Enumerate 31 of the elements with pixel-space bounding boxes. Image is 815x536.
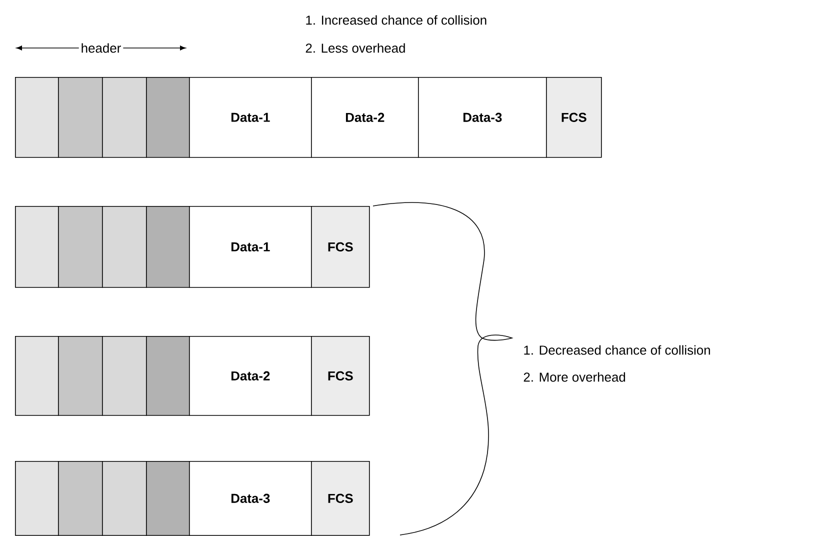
frame-field: FCS bbox=[311, 461, 370, 536]
header-field bbox=[102, 336, 147, 416]
frame-field: Data-3 bbox=[189, 461, 312, 536]
list-item: 2. Less overhead bbox=[306, 43, 405, 53]
header-field bbox=[146, 77, 190, 158]
frame-field: Data-3 bbox=[418, 77, 547, 158]
header-field bbox=[15, 461, 59, 536]
list-item: 2. More overhead bbox=[524, 372, 626, 382]
header-field bbox=[102, 461, 147, 536]
frame-field: FCS bbox=[311, 206, 370, 288]
header-field bbox=[102, 206, 147, 288]
header-field bbox=[146, 206, 190, 288]
header-field bbox=[15, 77, 59, 158]
header-field bbox=[146, 461, 190, 536]
list-item: 1. Decreased chance of collision bbox=[524, 345, 710, 355]
frame-field: Data-2 bbox=[189, 336, 312, 416]
frame-field: Data-1 bbox=[189, 206, 312, 288]
header-field bbox=[58, 461, 103, 536]
header-field bbox=[15, 206, 59, 288]
header-field bbox=[102, 77, 147, 158]
header-field bbox=[58, 206, 103, 288]
header-field bbox=[58, 77, 103, 158]
list-item: 1. Increased chance of collision bbox=[306, 15, 486, 25]
header-field bbox=[146, 336, 190, 416]
frame-field: FCS bbox=[546, 77, 602, 158]
header-field bbox=[58, 336, 103, 416]
dimension-label: header bbox=[78, 41, 124, 55]
frame-field: FCS bbox=[311, 336, 370, 416]
frame-field: Data-1 bbox=[189, 77, 312, 158]
header-field bbox=[15, 336, 59, 416]
frame-field: Data-2 bbox=[311, 77, 419, 158]
